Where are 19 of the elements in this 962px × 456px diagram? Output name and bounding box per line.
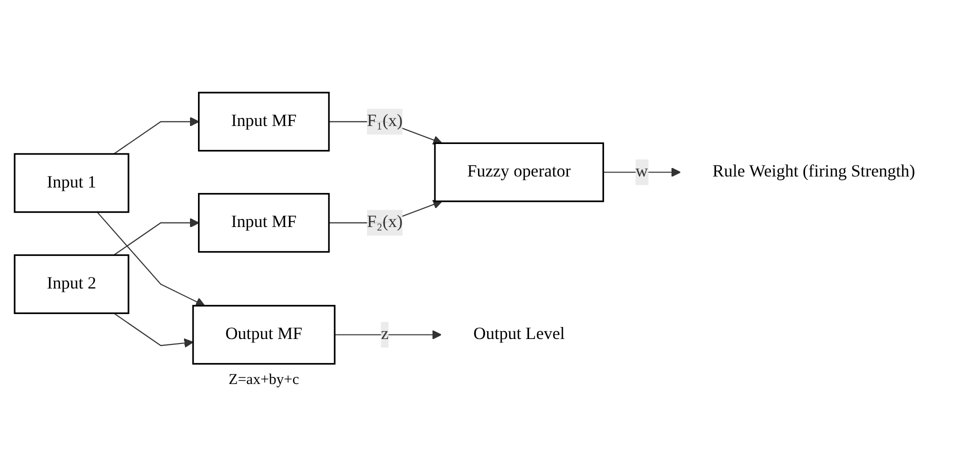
edge-label: w bbox=[636, 162, 648, 181]
edge-label: z bbox=[380, 324, 389, 344]
formula-text: Z=ax+by+c bbox=[228, 372, 300, 389]
arrow bbox=[114, 312, 194, 348]
node-box bbox=[14, 152, 130, 213]
node-text: Output Level bbox=[473, 324, 565, 344]
node-box bbox=[14, 254, 130, 314]
arrow bbox=[114, 116, 200, 154]
block-diagram: F₁(x) F₂(x) w z Input 1 Input 2 Input MF Input MF Fuzzy operator Output MF Rule Weight (firing Strength) Output Level bbox=[6, 84, 956, 372]
arrow bbox=[334, 330, 442, 340]
arrow bbox=[114, 218, 200, 256]
node-box bbox=[198, 92, 330, 152]
node-box bbox=[434, 142, 604, 202]
node-text: Rule Weight (firing Strength) bbox=[712, 162, 916, 181]
edge-label: F₁(x) bbox=[366, 112, 403, 130]
node-box bbox=[198, 192, 330, 252]
node-box bbox=[192, 304, 336, 364]
arrow bbox=[96, 212, 206, 306]
edge-label: F₂(x) bbox=[366, 212, 403, 232]
